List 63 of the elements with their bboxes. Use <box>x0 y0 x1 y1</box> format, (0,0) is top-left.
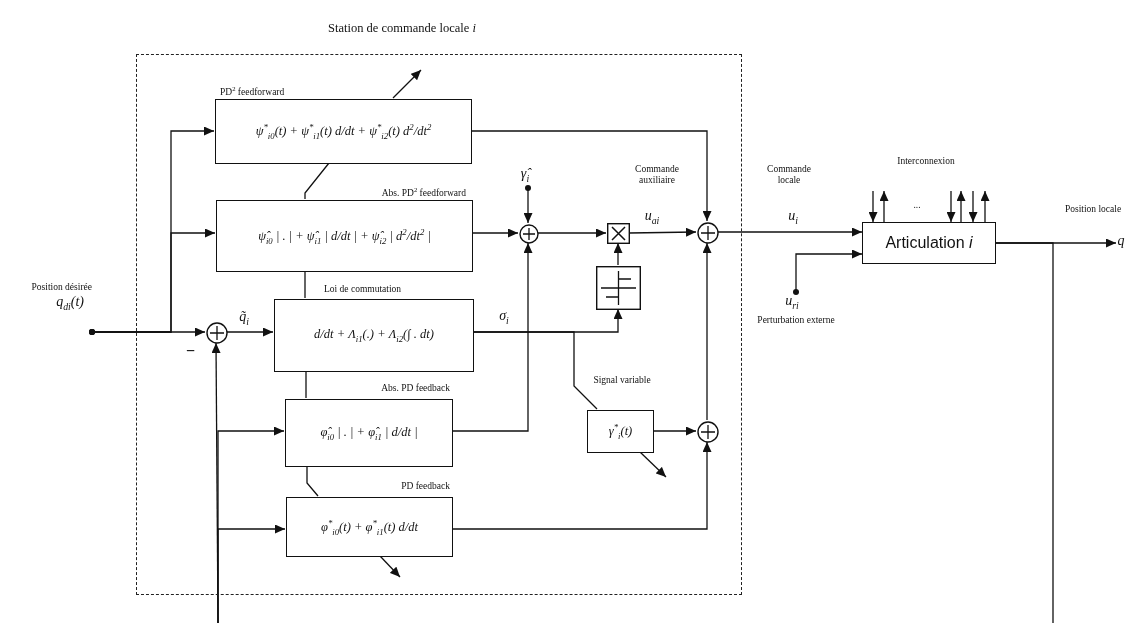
block-heading: Abs. PD$^{2}$ feedforward <box>381 185 466 200</box>
multiplier-block <box>607 223 630 244</box>
block-heading: PD$^{2}$ feedforward <box>220 84 285 99</box>
connector-line <box>306 465 319 497</box>
signal-arrow <box>717 227 863 237</box>
block-formula: γ$^{*}$$_{i}$(t) <box>608 422 633 441</box>
block-heading: Loi de commutation <box>324 284 402 295</box>
signal-caption: Commande auxiliaire <box>634 164 680 186</box>
signal-arrow <box>980 190 990 223</box>
signal-arrow <box>379 555 401 578</box>
block-formula: φ$^{*}$$_{i0}$(t) + φ$^{*}$$_{i1}$(t) d/dt <box>320 517 419 537</box>
connector-line <box>304 270 306 299</box>
signal-symbol: q$_{di}$(t) <box>56 293 85 314</box>
connector-line <box>305 370 307 399</box>
block-formula: ψ̂$_{i0}$ | . | + ψ̂$_{i1}$ | d/dt | + ψ̂$_{i2}$ | d$^{2}$/dt$^{2}$ | <box>258 226 431 246</box>
sign-label: − <box>186 342 196 360</box>
signal-caption: Interconnexion <box>896 156 956 167</box>
plant-block <box>862 222 996 264</box>
block-heading: PD feedback <box>401 481 450 492</box>
summing-junction <box>697 421 719 443</box>
block-heading: Signal variable <box>592 375 652 386</box>
block-formula: ψ$^{*}$$_{i0}$(t) + ψ$^{*}$$_{i1}$(t) d/dt + ψ$^{*}$$_{i2}$(t) d$^{2}$/dt$^{2}$ <box>255 122 432 141</box>
signal-arrow <box>471 228 519 238</box>
signal-arrow <box>879 190 889 223</box>
block-formula: d/dt + Λ$_{i1}$(.) + Λ$_{i2}$(∫ . dt) <box>314 327 434 344</box>
signal-arrow <box>451 441 712 530</box>
signal-arrow <box>217 524 286 623</box>
signal-arrow <box>392 69 422 99</box>
signal-arrow <box>639 451 667 478</box>
edge-label: q̃$_{i}$ <box>237 309 251 327</box>
block-heading: Abs. PD feedback <box>381 383 450 394</box>
signal-caption: Perturbation externe <box>757 314 835 326</box>
signal-caption: Commande locale <box>766 164 812 186</box>
signal-symbol: u$_{ri}$ <box>785 292 800 313</box>
summing-junction <box>519 224 539 244</box>
signal-arrow <box>968 190 978 223</box>
connector-line <box>304 162 330 200</box>
edge-label: Position locale <box>1062 204 1124 214</box>
signal-arrow <box>613 242 623 266</box>
signal-symbol: γ̂$_{i}$ <box>520 165 533 186</box>
group-title: Station de commande locale i <box>328 21 476 36</box>
signal-arrow <box>793 249 863 295</box>
signal-arrow <box>523 185 533 224</box>
signal-symbol: q <box>1117 232 1126 250</box>
connector-line <box>995 242 1054 623</box>
signal-arrow <box>451 242 533 432</box>
signal-arrow <box>956 190 966 223</box>
signal-arrow <box>702 242 712 421</box>
signal-arrow <box>226 327 274 337</box>
signal-caption: Position désirée <box>31 282 92 293</box>
signal-arrow <box>537 228 607 238</box>
signal-arrow <box>470 130 712 222</box>
signal-arrow <box>868 190 878 223</box>
connector-line <box>472 331 598 410</box>
summing-junction <box>697 222 719 244</box>
block-formula: φ̂$_{i0}$ | . | + φ̂$_{i1}$ | d/dt | <box>320 424 418 442</box>
signal-arrow <box>89 228 216 335</box>
signal-arrow <box>946 190 956 223</box>
sign-function-block <box>596 266 641 310</box>
signal-arrow <box>652 426 697 436</box>
signal-caption: ... <box>912 200 922 211</box>
block-title: Articulation i <box>885 234 973 252</box>
summing-junction <box>206 322 228 344</box>
